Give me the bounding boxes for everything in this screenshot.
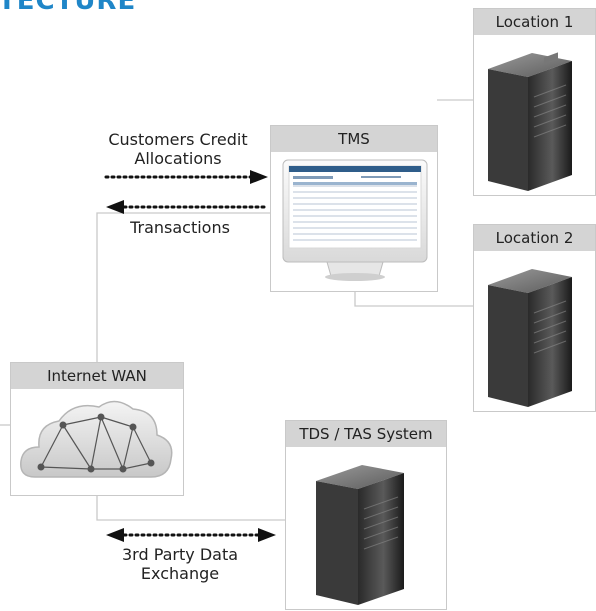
exchange-arrow-head-left xyxy=(106,528,124,542)
exchange-label-line2: Exchange xyxy=(140,564,220,583)
internet-wan-box: Internet WAN xyxy=(10,362,184,496)
credit-allocations-label: Customers Credit Allocations xyxy=(96,130,260,168)
internet-wan-label: Internet WAN xyxy=(11,363,183,389)
monitor-icon xyxy=(282,159,428,281)
server-icon xyxy=(488,269,572,407)
server-icon xyxy=(488,52,572,191)
server-icon xyxy=(316,465,404,605)
line-wan-tds xyxy=(96,496,285,521)
location1-box: Location 1 xyxy=(473,8,596,196)
tms-box: TMS xyxy=(270,125,438,292)
location2-label: Location 2 xyxy=(474,225,595,251)
cloud-network-icon xyxy=(20,400,173,478)
third-party-exchange-label: 3rd Party Data Exchange xyxy=(100,545,260,583)
tds-box: TDS / TAS System xyxy=(285,420,447,610)
exchange-label-line1: 3rd Party Data xyxy=(121,545,239,564)
line-wan-tms xyxy=(96,212,270,362)
credit-arrow-head xyxy=(250,170,268,184)
line-tms-location2 xyxy=(354,292,473,307)
page-heading: TECTURE xyxy=(0,0,137,16)
transactions-label: Transactions xyxy=(130,218,230,237)
credit-label-line2: Allocations xyxy=(134,149,222,168)
location2-box: Location 2 xyxy=(473,224,596,412)
tds-label: TDS / TAS System xyxy=(286,421,446,447)
transactions-arrow-head xyxy=(106,200,124,214)
credit-label-line1: Customers Credit xyxy=(108,130,248,149)
location1-label: Location 1 xyxy=(474,9,595,35)
exchange-arrow-head-right xyxy=(258,528,276,542)
tms-label: TMS xyxy=(271,126,437,152)
